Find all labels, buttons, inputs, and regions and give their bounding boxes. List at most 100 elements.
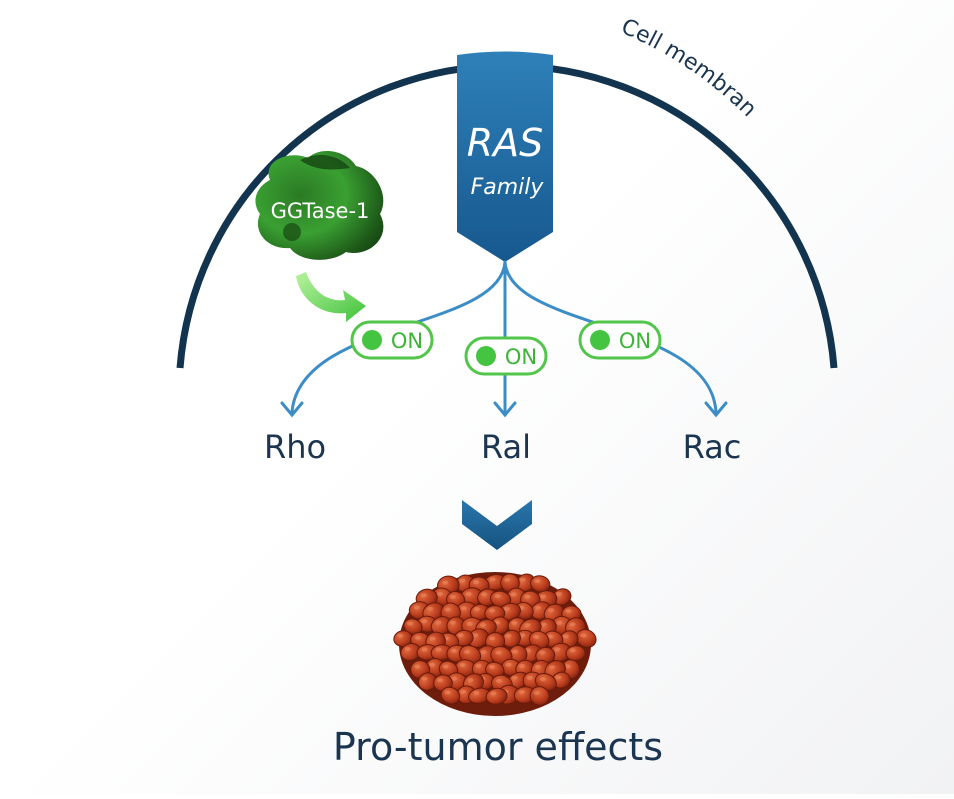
tumor-cell-highlight (421, 619, 428, 624)
tumor-cell-highlight (397, 633, 404, 638)
chevron-down-icon (462, 500, 532, 550)
tumor-cell-highlight (562, 634, 569, 639)
tumor-cell-highlight (494, 594, 501, 599)
tumor-cell-highlight (503, 606, 510, 611)
tumor-cell-highlight (535, 664, 542, 669)
tumor-cell-highlight (511, 620, 518, 625)
ras-title: RAS (467, 121, 544, 165)
tumor-cell (565, 645, 586, 662)
arrowhead-ral (493, 401, 517, 418)
tumor-cell-highlight (480, 650, 487, 654)
tumor-cell-highlight (505, 662, 512, 667)
tumor-cell-highlight (464, 650, 470, 654)
tumor-cell-highlight (404, 647, 411, 651)
tumor-cell-highlight (495, 679, 502, 683)
tumor-cell-highlight (451, 676, 457, 681)
tumor-cell-highlight (442, 580, 449, 585)
tumor-cell-highlight (488, 608, 495, 613)
ras-subtitle: Family (471, 175, 545, 200)
tumor-cell-highlight (535, 605, 541, 610)
tumor-cell-highlight (564, 664, 571, 669)
tumor-cell-highlight (505, 633, 512, 638)
tumor-cell-highlight (556, 620, 563, 625)
tumor-cell-highlight (565, 608, 572, 613)
tumor-cell-highlight (449, 594, 456, 599)
tumor-cell-highlight (449, 620, 456, 625)
tumor-cell-highlight (427, 606, 434, 611)
on-switch: ON (464, 336, 548, 376)
tumor-cell-highlight (549, 665, 556, 669)
tumor-cell-highlight (519, 577, 526, 582)
tumor-cell-highlight (554, 647, 561, 652)
tumor-cell-highlight (467, 677, 474, 682)
green-activation-arrow (296, 272, 366, 322)
tumor-cell-highlight (472, 633, 479, 638)
tumor-cell-highlight (413, 605, 420, 610)
tumor-cell-highlight (473, 580, 480, 585)
tumor-cell-highlight (526, 675, 533, 680)
tumor-cell-highlight (457, 633, 464, 638)
tumor-cell-highlight (480, 622, 487, 627)
outcome-label: Pro-tumor effects (333, 725, 663, 769)
tumor-cell-highlight (524, 594, 531, 599)
tumor-cell-highlight (488, 664, 495, 669)
tumor-cell-highlight (511, 649, 518, 654)
svg-text:ON: ON (505, 345, 537, 369)
tumor-cell-highlight (450, 648, 457, 653)
tumor-cell-highlight (435, 620, 442, 625)
tumor-cell-highlight (473, 690, 480, 695)
tumor-cell-highlight (481, 592, 488, 597)
ggtase-enzyme: GGTase-1 (255, 151, 384, 260)
tumor-cell-highlight (444, 607, 451, 612)
tumor-cell-highlight (442, 664, 449, 669)
on-switch: ON (578, 320, 662, 360)
tumor-cell-highlight (489, 577, 496, 582)
on-switch: ON (350, 320, 434, 360)
tumor-cell-highlight (436, 592, 443, 597)
tumor-cell-highlight (435, 647, 442, 652)
tumor-cell-highlight (510, 592, 517, 597)
ggtase-label: GGTase-1 (271, 199, 370, 223)
tumor-cell-highlight (420, 593, 427, 598)
tumor-cell-highlight (437, 678, 443, 683)
tumor-cell-highlight (414, 664, 421, 669)
tumor-cell-highlight (539, 677, 546, 682)
tumor-cell-highlight (519, 663, 525, 668)
tumor-cell-highlight (421, 647, 428, 652)
tumor-cell-highlight (504, 577, 510, 582)
target-rho: Rho (264, 428, 326, 466)
tumor-cell-highlight (466, 621, 473, 626)
tumor-cell-highlight (569, 622, 576, 627)
arrowhead-rac (704, 401, 728, 418)
tumor-cell-highlight (429, 636, 436, 641)
ras-family-receptor: RAS Family (457, 51, 553, 262)
tumor-cell-highlight (473, 607, 480, 611)
tumor-cell-highlight (569, 648, 576, 653)
tumor-cell-highlight (490, 691, 497, 696)
tumor-cell-highlight (555, 591, 562, 596)
tumor-cell-highlight (460, 689, 467, 694)
target-ral: Ral (481, 428, 531, 466)
tumor-cell-highlight (511, 675, 518, 680)
cell-membrane-label: Cell membrane (0, 0, 761, 122)
tumor-cell-highlight (475, 663, 482, 668)
tumor-cell-highlight (460, 606, 467, 611)
arrowhead-rho (280, 401, 304, 418)
svg-text:ON: ON (391, 329, 423, 353)
tumor-cell-highlight (489, 636, 496, 641)
tumor-cell-highlight (459, 578, 466, 583)
target-rac: Rac (683, 428, 742, 466)
tumor-cell-highlight (548, 608, 555, 613)
tumor-cell-highlight (495, 650, 502, 655)
tumor-cell-highlight (580, 633, 587, 638)
tumor-cell-highlight (539, 650, 546, 655)
tumor-cell-highlight (524, 623, 531, 627)
tumor-cell-cluster (393, 572, 597, 716)
tumor-cell (529, 686, 550, 706)
tumor-cell-highlight (540, 622, 547, 627)
tumor-cell-highlight (429, 662, 436, 667)
tumor-cell-highlight (533, 691, 540, 695)
tumor-cell-highlight (444, 690, 451, 695)
